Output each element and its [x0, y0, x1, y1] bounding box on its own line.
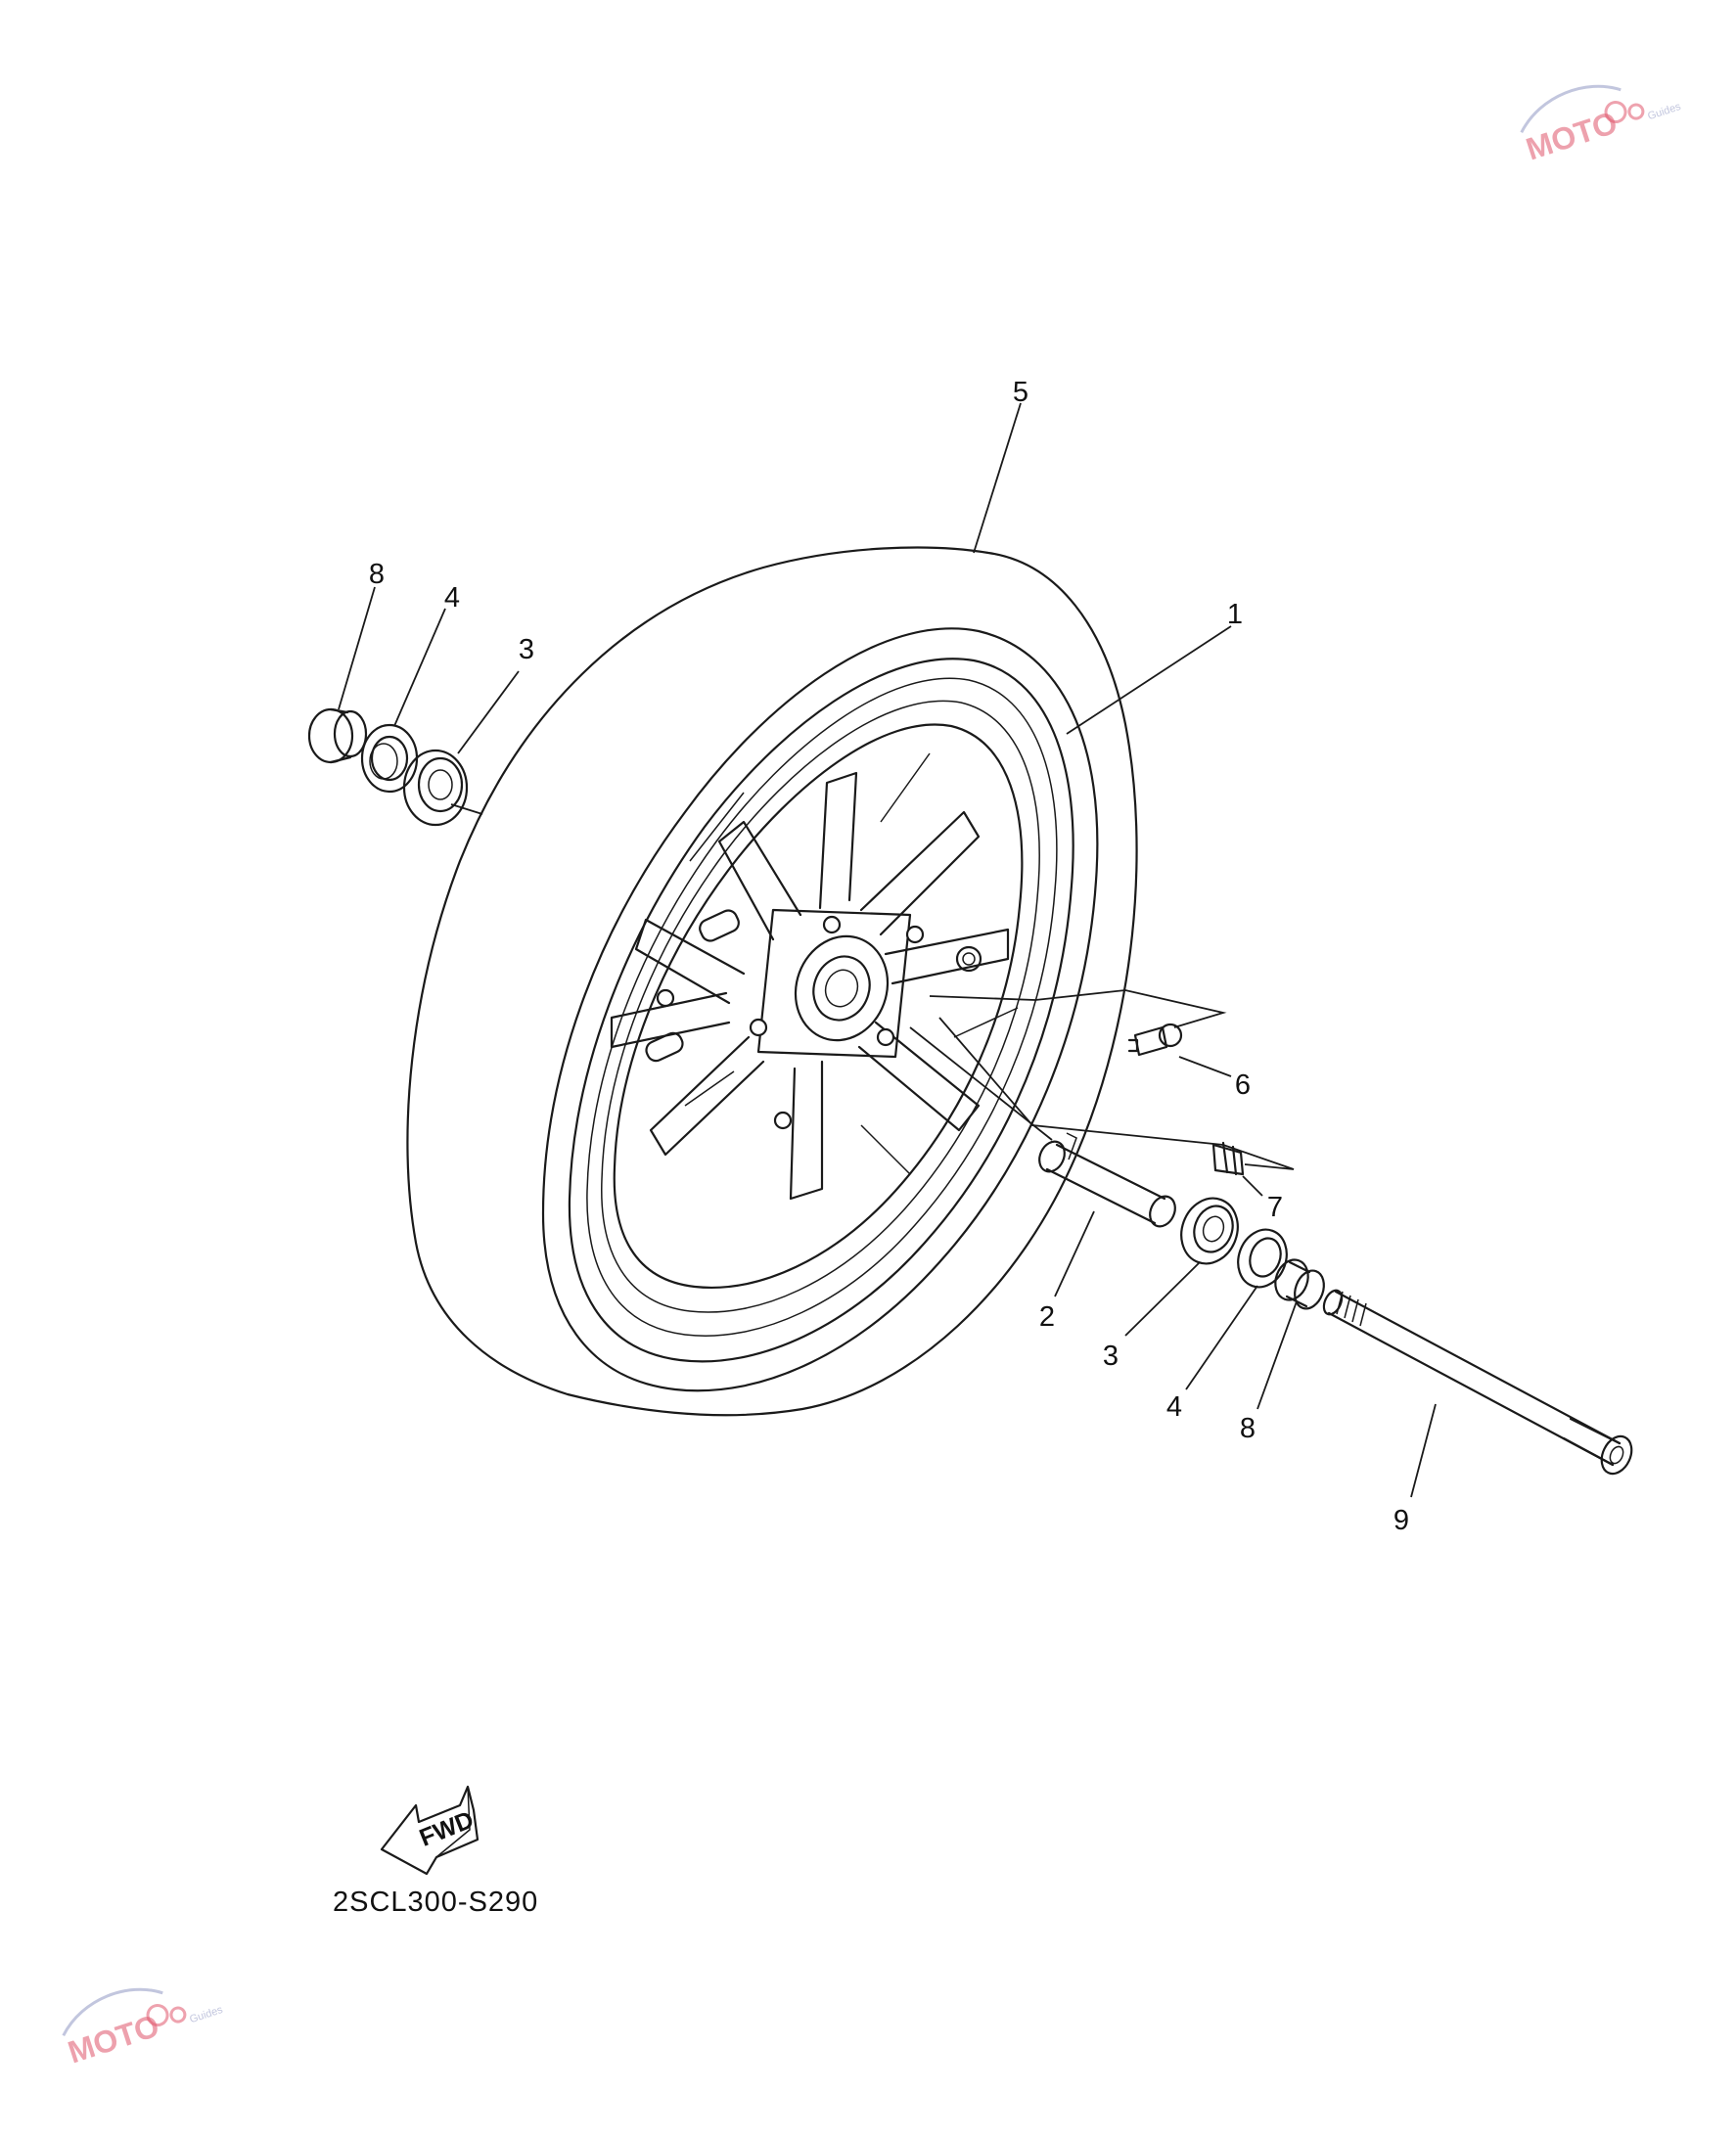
wheel-rim	[568, 658, 1074, 1363]
callout-8a: 8	[369, 559, 385, 590]
watermark-top-sub: Guides	[1646, 101, 1682, 122]
spokes	[610, 752, 1019, 1201]
watermark-bottom: MOTO Guides	[62, 1987, 225, 2070]
callouts: 5 1 8 4 3 6 7 2 3 4 8 9	[369, 377, 1409, 1536]
callout-6: 6	[1235, 1069, 1251, 1101]
watermark-top: MOTO Guides	[1520, 84, 1683, 167]
callout-2: 2	[1039, 1301, 1055, 1333]
callout-4b: 4	[1166, 1391, 1182, 1423]
hub	[656, 908, 925, 1130]
callout-1: 1	[1227, 599, 1243, 630]
callout-3b: 3	[1103, 1341, 1119, 1372]
watermark-bottom-brand: MOTO	[64, 2008, 163, 2070]
diagram-code: 2SCL300-S290	[333, 1887, 538, 1918]
callout-5: 5	[1013, 377, 1028, 408]
tire	[406, 546, 1138, 1417]
callout-4a: 4	[444, 582, 460, 614]
callout-3a: 3	[519, 634, 534, 665]
balance-weight	[1211, 1141, 1245, 1176]
callout-8b: 8	[1240, 1413, 1256, 1444]
callout-9: 9	[1393, 1505, 1409, 1536]
bearing-left	[402, 749, 469, 827]
watermark-bottom-sub: Guides	[188, 2004, 224, 2025]
wheel-axle	[1322, 1289, 1633, 1476]
spacer	[1038, 1132, 1176, 1228]
callout-7: 7	[1267, 1192, 1283, 1223]
fwd-label: FWD	[416, 1806, 478, 1852]
valve	[1127, 1023, 1183, 1057]
watermark-top-brand: MOTO	[1522, 105, 1622, 167]
bearing-right	[1180, 1197, 1239, 1265]
forward-arrow: FWD	[380, 1785, 480, 1876]
oil-seal-right	[1237, 1228, 1288, 1289]
oil-seal-left	[360, 723, 419, 794]
collar-left	[307, 707, 368, 764]
leader-lines	[338, 402, 1437, 1498]
